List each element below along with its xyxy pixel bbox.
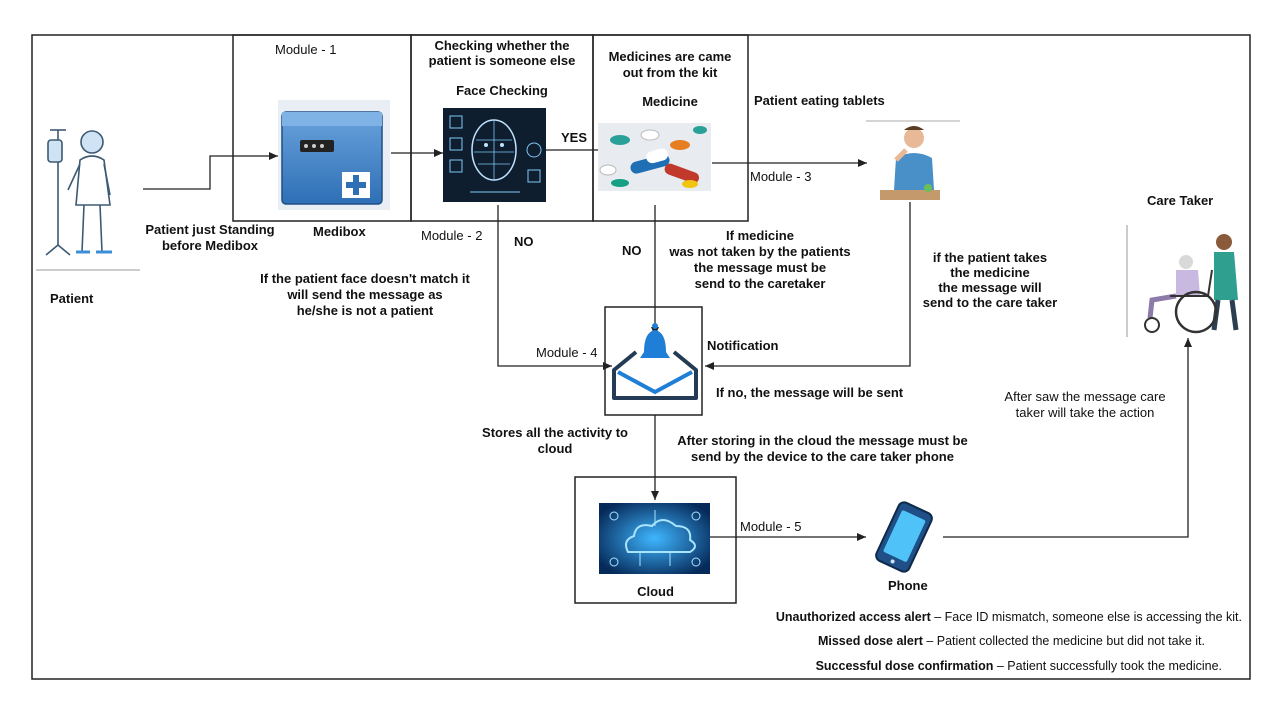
checking-line-2: patient is someone else bbox=[428, 53, 576, 68]
phone-label: Phone bbox=[888, 578, 928, 593]
arrow-patient-to-medibox bbox=[143, 152, 278, 190]
stores-line-1: Stores all the activity to bbox=[482, 425, 628, 440]
alert-title: Unauthorized access alert bbox=[775, 610, 931, 624]
after-storing-line-1: After storing in the cloud the message m… bbox=[677, 433, 968, 448]
medibox-label: Medibox bbox=[313, 224, 366, 239]
not-taken-line-3: the message must be bbox=[693, 260, 827, 275]
alert-title: Missed dose alert bbox=[817, 634, 923, 648]
patient-label: Patient bbox=[50, 291, 94, 306]
cloud-label: Cloud bbox=[637, 584, 674, 599]
alert-desc: – Patient collected the medicine but did… bbox=[922, 634, 1205, 648]
takes-line-4: send to the care taker bbox=[922, 295, 1058, 310]
pills-icon bbox=[598, 123, 711, 191]
eating-patient-icon bbox=[866, 120, 960, 200]
arrow-eating-to-notification bbox=[705, 202, 911, 370]
not-taken-line-2: was not taken by the patients bbox=[669, 244, 851, 259]
alert-unauthorized: Unauthorized access alert – Face ID mism… bbox=[776, 609, 1242, 625]
phone-icon bbox=[875, 501, 933, 573]
alert-desc: – Patient successfully took the medicine… bbox=[993, 659, 1222, 673]
not-taken-line-4: send to the caretaker bbox=[694, 276, 826, 291]
standing-line-2: before Medibox bbox=[161, 238, 259, 253]
alert-successful-dose: Successful dose confirmation – Patient s… bbox=[816, 658, 1222, 674]
medibox-icon bbox=[278, 100, 390, 210]
alert-title: Successful dose confirmation bbox=[815, 659, 994, 673]
notification-box bbox=[604, 306, 703, 416]
module-1-label: Module - 1 bbox=[275, 42, 337, 57]
alert-missed-dose: Missed dose alert – Patient collected th… bbox=[818, 633, 1205, 649]
mismatch-line-3: he/she is not a patient bbox=[296, 303, 434, 318]
no-mid-label: NO bbox=[622, 243, 642, 258]
patient-icon bbox=[36, 129, 140, 271]
medicine-box bbox=[592, 34, 749, 222]
mismatch-line-1: If the patient face doesn't match it bbox=[260, 271, 470, 286]
takes-line-3: the message will bbox=[938, 280, 1042, 295]
not-taken-line-1: If medicine bbox=[726, 228, 794, 243]
checking-line-1: Checking whether the bbox=[434, 38, 570, 53]
standing-line-1: Patient just Standing bbox=[145, 222, 275, 237]
medicine-label: Medicine bbox=[642, 94, 698, 109]
caretaker-wheelchair-icon bbox=[1126, 225, 1239, 337]
arrow-face-no-to-notification bbox=[497, 205, 612, 370]
if-no-label: If no, the message will be sent bbox=[716, 385, 904, 400]
alert-desc: – Face ID mismatch, someone else is acce… bbox=[930, 610, 1242, 624]
after-storing-line-2: send by the device to the care taker pho… bbox=[691, 449, 954, 464]
after-saw-line-2: taker will take the action bbox=[1015, 405, 1155, 420]
face-scan-icon bbox=[443, 108, 546, 202]
care-taker-label: Care Taker bbox=[1147, 193, 1214, 208]
yes-label: YES bbox=[561, 130, 588, 145]
module-2-label: Module - 2 bbox=[421, 228, 483, 243]
medicines-line-2: out from the kit bbox=[622, 65, 718, 80]
cloud-icon bbox=[599, 503, 710, 574]
mismatch-line-2: will send the message as bbox=[287, 287, 443, 302]
notification-label: Notification bbox=[707, 338, 779, 353]
takes-line-1: if the patient takes bbox=[932, 250, 1048, 265]
face-checking-label: Face Checking bbox=[456, 83, 548, 98]
module-5-label: Module - 5 bbox=[740, 519, 802, 534]
takes-line-2: the medicine bbox=[950, 265, 1030, 280]
stores-line-2: cloud bbox=[537, 441, 573, 456]
after-saw-line-1: After saw the message care bbox=[1004, 389, 1166, 404]
patient-eating-label: Patient eating tablets bbox=[754, 93, 885, 108]
arrow-phone-to-caretaker bbox=[943, 338, 1192, 538]
medicines-line-1: Medicines are came bbox=[608, 49, 732, 64]
module-3-label: Module - 3 bbox=[750, 169, 812, 184]
notification-bell-icon bbox=[612, 323, 698, 400]
no-left-label: NO bbox=[514, 234, 534, 249]
module-4-label: Module - 4 bbox=[536, 345, 598, 360]
